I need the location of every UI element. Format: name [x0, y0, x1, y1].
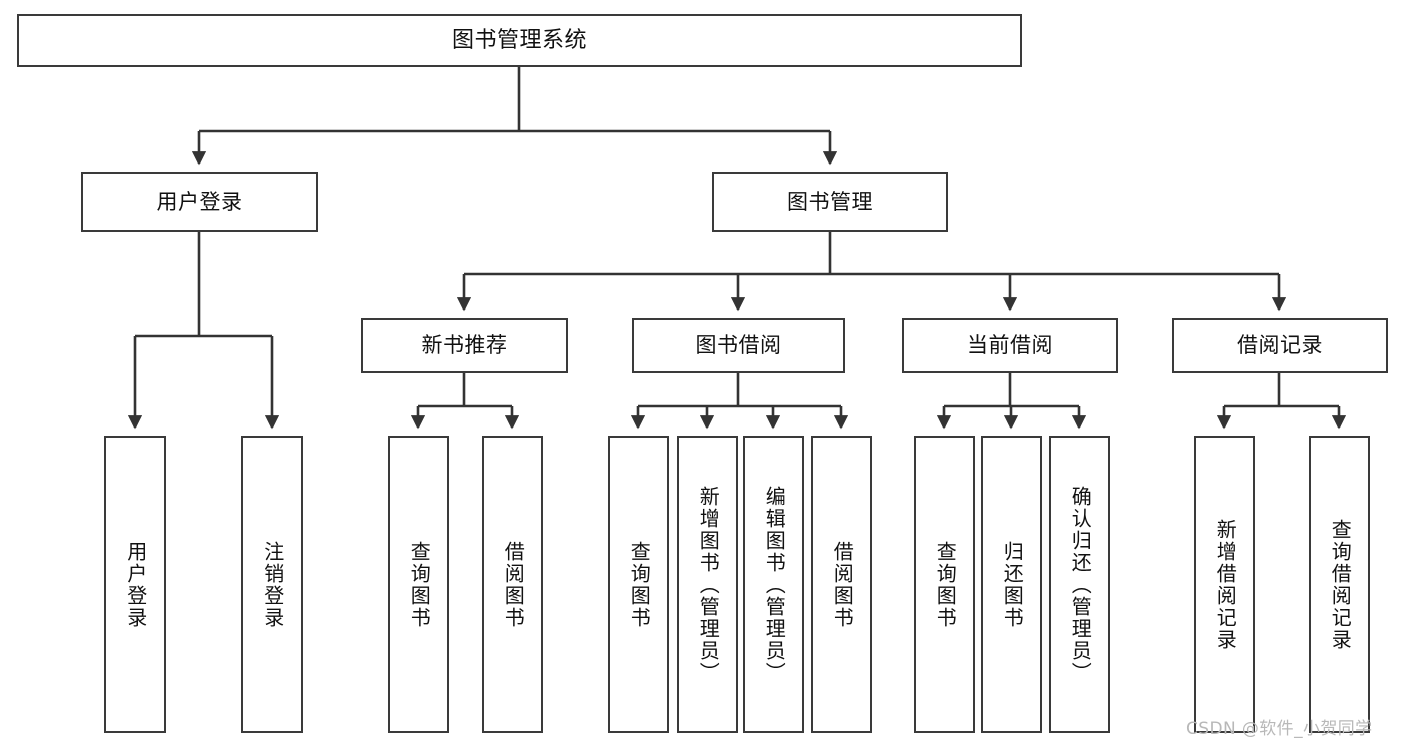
leaf-borrow-book-1-label: 借阅图书	[501, 540, 526, 629]
node-new-book-rec-label: 新书推荐	[421, 333, 508, 358]
leaf-edit-book[interactable]: 编辑图书（管理员）	[743, 436, 804, 733]
leaf-query-record-label: 查询借阅记录	[1328, 518, 1353, 651]
leaf-query-book-3[interactable]: 查询图书	[914, 436, 975, 733]
leaf-add-record[interactable]: 新增借阅记录	[1194, 436, 1255, 733]
leaf-confirm-return[interactable]: 确认归还（管理员）	[1049, 436, 1110, 733]
leaf-user-logout[interactable]: 注销登录	[241, 436, 303, 733]
node-borrow-record[interactable]: 借阅记录	[1172, 318, 1388, 373]
leaf-user-logout-label: 注销登录	[260, 540, 285, 629]
leaf-query-book-3-label: 查询图书	[933, 540, 958, 629]
leaf-query-book-1-label: 查询图书	[407, 540, 432, 629]
node-root[interactable]: 图书管理系统	[17, 14, 1022, 67]
leaf-edit-book-label: 编辑图书（管理员）	[762, 485, 787, 684]
node-user-login-label: 用户登录	[156, 189, 243, 214]
leaf-borrow-book-1[interactable]: 借阅图书	[482, 436, 543, 733]
leaf-borrow-book-2-label: 借阅图书	[830, 540, 855, 629]
node-borrow-record-label: 借阅记录	[1237, 333, 1323, 358]
leaf-return-book-label: 归还图书	[1000, 540, 1025, 629]
leaf-confirm-return-label: 确认归还（管理员）	[1068, 485, 1093, 684]
node-root-label: 图书管理系统	[451, 27, 587, 53]
leaf-query-record[interactable]: 查询借阅记录	[1309, 436, 1370, 733]
leaf-add-book-label: 新增图书（管理员）	[696, 485, 721, 684]
node-current-borrow[interactable]: 当前借阅	[902, 318, 1118, 373]
node-new-book-rec[interactable]: 新书推荐	[361, 318, 568, 373]
leaf-add-book[interactable]: 新增图书（管理员）	[677, 436, 738, 733]
leaf-add-record-label: 新增借阅记录	[1213, 518, 1238, 651]
leaf-return-book[interactable]: 归还图书	[981, 436, 1042, 733]
leaf-query-book-1[interactable]: 查询图书	[388, 436, 449, 733]
node-book-borrow-label: 图书借阅	[695, 333, 782, 358]
leaf-query-book-2[interactable]: 查询图书	[608, 436, 669, 733]
node-book-manage-label: 图书管理	[787, 189, 873, 214]
leaf-user-login-label: 用户登录	[123, 540, 148, 629]
leaf-query-book-2-label: 查询图书	[627, 540, 652, 629]
node-current-borrow-label: 当前借阅	[967, 333, 1053, 358]
node-book-borrow[interactable]: 图书借阅	[632, 318, 845, 373]
node-book-manage[interactable]: 图书管理	[712, 172, 948, 232]
node-user-login[interactable]: 用户登录	[81, 172, 318, 232]
leaf-borrow-book-2[interactable]: 借阅图书	[811, 436, 872, 733]
leaf-user-login[interactable]: 用户登录	[104, 436, 166, 733]
